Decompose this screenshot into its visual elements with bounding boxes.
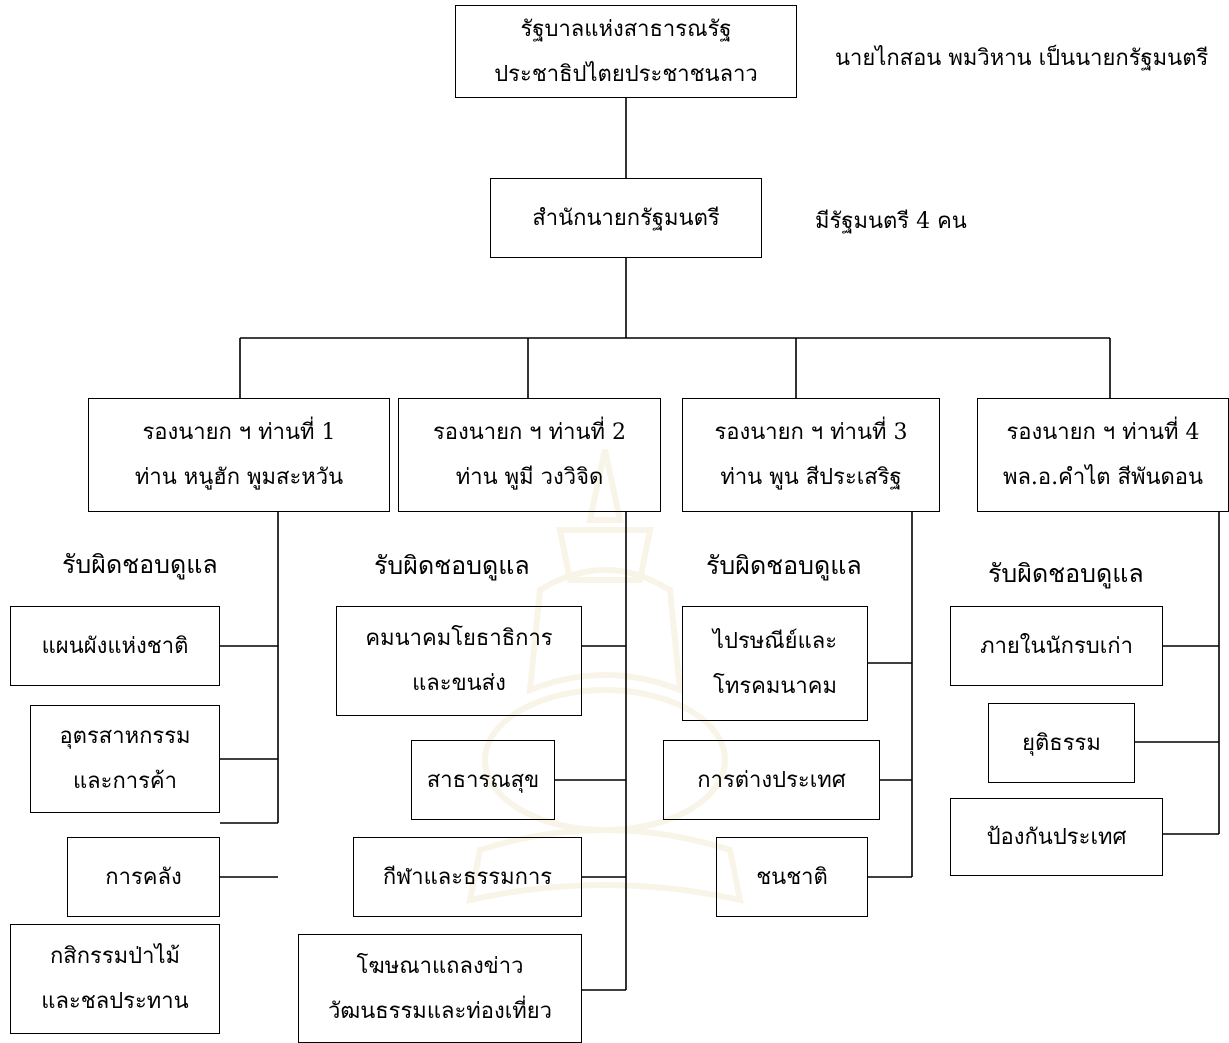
deputy-1-heading: รับผิดชอบดูแล xyxy=(62,550,218,579)
duty-box: ภายในนักรบเก่า xyxy=(950,606,1163,686)
duty-box: อุตรสาหกรรม และการค้า xyxy=(30,705,220,813)
duty-box: การต่างประเทศ xyxy=(663,740,880,820)
duty-box: แผนผังแห่งชาติ xyxy=(10,606,220,686)
duty-label: ยุติธรรม xyxy=(1022,730,1101,756)
duty-box: กีฬาและธรรมการ xyxy=(353,837,582,917)
duty-box: การคลัง xyxy=(67,837,220,917)
duty-label: คมนาคมโยธาธิการ xyxy=(365,626,553,651)
duty-box: ไปรษณีย์และ โทรคมนาคม xyxy=(682,606,868,721)
duty-label: การต่างประเทศ xyxy=(697,767,846,793)
duty-label: การคลัง xyxy=(105,864,182,890)
deputy-4-name: พล.อ.คำไต สีพันดอน xyxy=(1002,465,1204,490)
deputy-2-heading: รับผิดชอบดูแล xyxy=(374,551,530,580)
government-name-line1: รัฐบาลแห่งสาธารณรัฐ xyxy=(520,16,732,42)
duty-label: โทรคมนาคม xyxy=(713,673,837,699)
deputy-3-title: รองนายก ฯ ท่านที่ 3 xyxy=(714,420,908,445)
duty-label: ไปรษณีย์และ xyxy=(712,628,838,654)
government-box: รัฐบาลแห่งสาธารณรัฐ ประชาธิปไตยประชาชนลา… xyxy=(455,5,797,98)
deputy-4-box: รองนายก ฯ ท่านที่ 4 พล.อ.คำไต สีพันดอน xyxy=(977,398,1229,512)
duty-label: กีฬาและธรรมการ xyxy=(382,864,553,890)
deputy-3-box: รองนายก ฯ ท่านที่ 3 ท่าน พูน สีประเสริฐ xyxy=(682,398,940,512)
deputy-1-box: รองนายก ฯ ท่านที่ 1 ท่าน หนูฮัก พูมสะหวั… xyxy=(88,398,390,512)
deputy-2-name: ท่าน พูมี วงวิจิด xyxy=(455,465,604,490)
duty-label: วัฒนธรรมและท่องเที่ยว xyxy=(327,998,553,1024)
duty-label: อุตรสาหกรรม xyxy=(59,724,191,749)
duty-label: ภายในนักรบเก่า xyxy=(980,633,1133,659)
duty-box: คมนาคมโยธาธิการ และขนส่ง xyxy=(336,606,582,716)
deputy-2-title: รองนายก ฯ ท่านที่ 2 xyxy=(432,420,627,445)
duty-label: ป้องกันประเทศ xyxy=(986,824,1127,850)
duty-label: กสิกรรมป่าไม้ xyxy=(49,944,181,969)
pm-office-label: สำนักนายกรัฐมนตรี xyxy=(532,205,720,231)
duty-box: ชนชาติ xyxy=(716,837,868,917)
duty-box: โฆษณาแถลงข่าว วัฒนธรรมและท่องเที่ยว xyxy=(298,934,582,1043)
deputy-1-title: รองนายก ฯ ท่านที่ 1 xyxy=(142,420,336,445)
duty-box: ยุติธรรม xyxy=(988,703,1135,783)
duty-label: สาธารณสุข xyxy=(426,767,540,793)
duty-label: และการค้า xyxy=(72,769,178,794)
duty-box: กสิกรรมป่าไม้ และชลประทาน xyxy=(10,924,220,1034)
ministers-count-note: มีรัฐมนตรี 4 คน xyxy=(815,209,967,234)
duty-label: และชลประทาน xyxy=(41,989,189,1014)
prime-minister-note: นายไกสอน พมวิหาน เป็นนายกรัฐมนตรี xyxy=(835,46,1209,71)
deputy-3-name: ท่าน พูน สีประเสริฐ xyxy=(720,465,902,490)
duty-label: และขนส่ง xyxy=(412,671,506,696)
duty-box: สาธารณสุข xyxy=(411,740,555,820)
deputy-2-box: รองนายก ฯ ท่านที่ 2 ท่าน พูมี วงวิจิด xyxy=(398,398,661,512)
pm-office-box: สำนักนายกรัฐมนตรี xyxy=(490,178,762,258)
government-name-line2: ประชาธิปไตยประชาชนลาว xyxy=(494,61,758,87)
duty-label: ชนชาติ xyxy=(756,864,828,890)
deputy-4-title: รองนายก ฯ ท่านที่ 4 xyxy=(1006,420,1200,445)
deputy-3-heading: รับผิดชอบดูแล xyxy=(706,551,862,580)
duty-label: โฆษณาแถลงข่าว xyxy=(356,953,524,979)
duty-label: แผนผังแห่งชาติ xyxy=(41,633,189,659)
duty-box: ป้องกันประเทศ xyxy=(950,798,1163,876)
deputy-4-heading: รับผิดชอบดูแล xyxy=(988,559,1144,588)
deputy-1-name: ท่าน หนูฮัก พูมสะหวัน xyxy=(134,465,344,490)
